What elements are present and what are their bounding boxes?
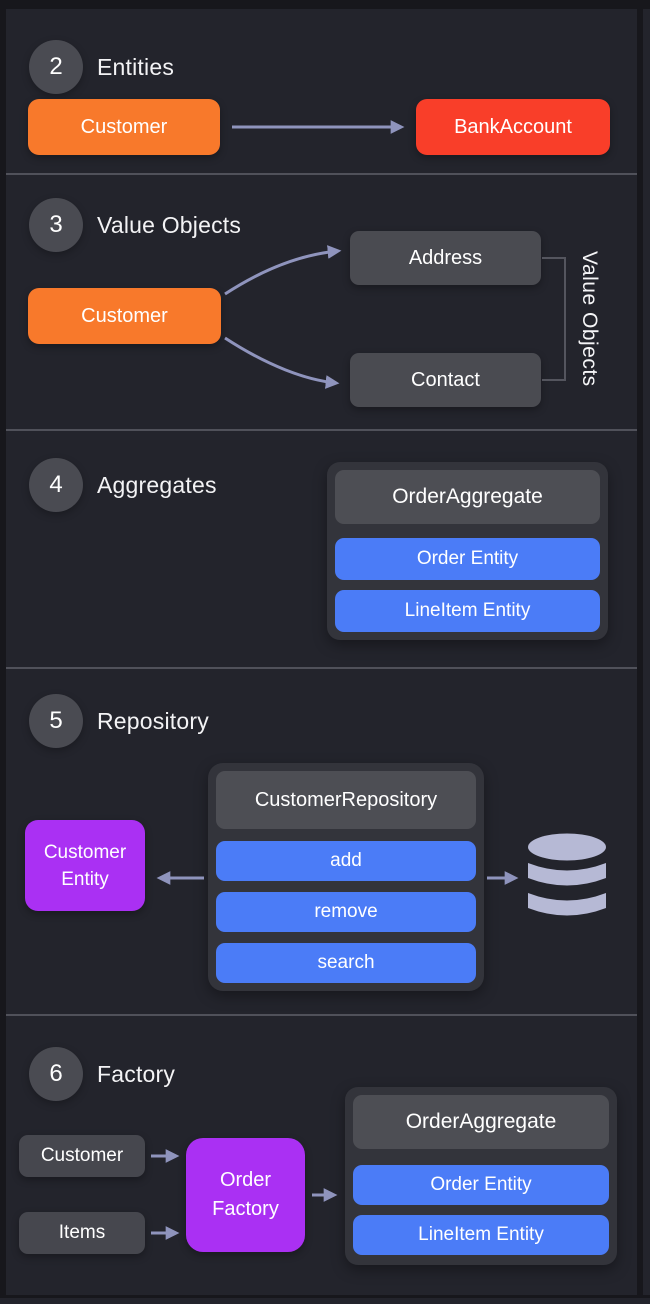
- aggregate-child-lineitem-entity: LineItem Entity: [335, 590, 600, 632]
- frame-bottom: [0, 1295, 650, 1298]
- section-divider: [6, 173, 637, 175]
- aggregate-child-order-entity: Order Entity: [353, 1165, 609, 1205]
- entity-node-bankaccount: BankAccount: [416, 99, 610, 155]
- arrow-customer-to-contact: [224, 336, 340, 389]
- database-icon: [528, 833, 606, 916]
- repository-method-add: add: [216, 841, 476, 881]
- customer-repository-card: CustomerRepository add remove search: [208, 763, 484, 991]
- factory-output-aggregate-card: OrderAggregate Order Entity LineItem Ent…: [345, 1087, 617, 1265]
- aggregate-name-label: OrderAggregate: [353, 1095, 609, 1149]
- frame-top: [0, 0, 650, 9]
- factory-input-customer: Customer: [19, 1135, 145, 1177]
- section-title-factory: Factory: [97, 1061, 176, 1087]
- section-number-badge-entities: 2: [29, 40, 83, 94]
- value-objects-side-label: Value Objects: [578, 251, 601, 387]
- section-number-badge-value-objects: 3: [29, 198, 83, 252]
- value-object-node-address: Address: [350, 231, 541, 285]
- aggregate-child-lineitem-entity: LineItem Entity: [353, 1215, 609, 1255]
- section-number-badge-aggregates: 4: [29, 458, 83, 512]
- factory-input-items: Items: [19, 1212, 145, 1254]
- section-number-badge-repository: 5: [29, 694, 83, 748]
- arrow-customer-to-address: [224, 245, 342, 296]
- section-title-aggregates: Aggregates: [97, 472, 217, 498]
- frame-left: [0, 9, 6, 1295]
- repository-name-label: CustomerRepository: [216, 771, 476, 829]
- section-title-value-objects: Value Objects: [97, 212, 242, 238]
- entity-node-customer-vo: Customer: [28, 288, 221, 344]
- repository-method-search: search: [216, 943, 476, 983]
- section-divider: [6, 429, 637, 431]
- section-title-entities: Entities: [97, 54, 175, 80]
- section-title-repository: Repository: [97, 708, 209, 734]
- section-divider: [6, 667, 637, 669]
- aggregate-name-label: OrderAggregate: [335, 470, 600, 524]
- aggregate-child-order-entity: Order Entity: [335, 538, 600, 580]
- customer-entity-node: Customer Entity: [25, 820, 145, 911]
- order-aggregate-card: OrderAggregate Order Entity LineItem Ent…: [327, 462, 608, 640]
- section-divider: [6, 1014, 637, 1016]
- order-factory-node: Order Factory: [186, 1138, 305, 1252]
- value-objects-bracket: [542, 257, 566, 381]
- entity-node-customer: Customer: [28, 99, 220, 155]
- section-number-badge-factory: 6: [29, 1047, 83, 1101]
- value-object-node-contact: Contact: [350, 353, 541, 407]
- frame-right: [637, 9, 643, 1295]
- repository-method-remove: remove: [216, 892, 476, 932]
